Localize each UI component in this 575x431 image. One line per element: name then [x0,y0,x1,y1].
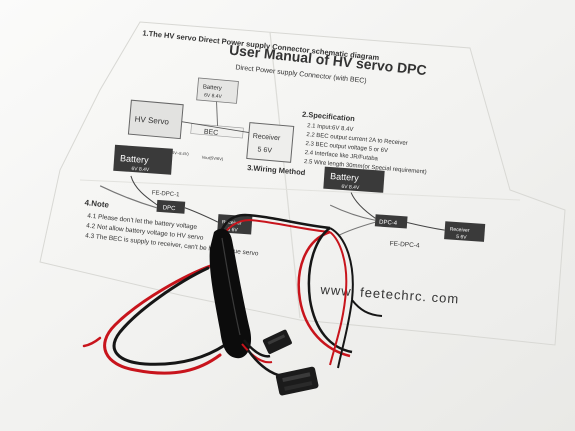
red-wire-left [103,263,222,375]
right-dpc-box [374,214,408,229]
servo-connector-middle [262,329,292,354]
dpc-cable-product [82,213,383,396]
schematic-hv-servo-label: HV Servo [134,115,169,127]
schematic-receiver-voltage: 5 6V [257,146,272,154]
manual-sheet [39,21,566,346]
left-battery-voltage: 6V 8.4V [131,166,150,173]
servo-connector-bottom [275,366,319,396]
left-receiver-voltage: 5 6V [227,227,238,234]
schematic-diagram: Battery 6V 8.4V HV Servo BEC Receiver 5 … [127,77,295,163]
right-receiver-voltage: 5 6V [456,234,467,241]
right-receiver-label: Receiver [450,227,470,234]
left-battery-label: Battery [120,153,150,165]
right-dpc-label: DPC-4 [379,220,398,227]
schematic-vin-label: Vin(6V~8.4V) [165,149,190,156]
right-battery-label: Battery [330,171,360,183]
schematic-receiver-box [246,122,295,163]
wiring-diagram-left: Battery 6V 8.4V FE-DPC-1 DPC Receiver 5 … [99,144,253,235]
left-receiver-label: Receiver [222,219,242,226]
wire-to-top [216,213,331,241]
left-battery-box [113,144,173,175]
red-wire-right [297,230,351,358]
left-dpc-label: DPC [163,205,177,212]
left-model-label: FE-DPC-1 [152,190,181,198]
right-battery-voltage: 6V 8.4V [341,184,360,191]
schematic-receiver-label: Receiver [252,133,281,142]
black-wire-left [112,266,227,366]
schematic-battery-label: Battery [203,84,222,92]
right-battery-box [323,166,385,193]
section4-heading: 4.Note [84,198,110,210]
schematic-bec-label: BEC [204,129,219,137]
red-wire-tail [82,336,102,348]
spec-item-1: 2.1 Input:6V 8.4V [307,123,354,133]
left-dpc-box [156,199,186,214]
schematic-battery-voltage: 6V 8.4V [204,93,223,101]
right-model-label: FE-DPC-4 [389,240,420,249]
dpc-module-heatshrink [209,228,252,359]
schematic-vout-label: Vout(5V/6V) [201,155,224,162]
right-receiver-box [444,221,486,242]
black-wire-right [307,226,353,354]
wiring-diagram-right: Battery 6V 8.4V DPC-4 Receiver 5 6V FE-D… [323,166,486,249]
